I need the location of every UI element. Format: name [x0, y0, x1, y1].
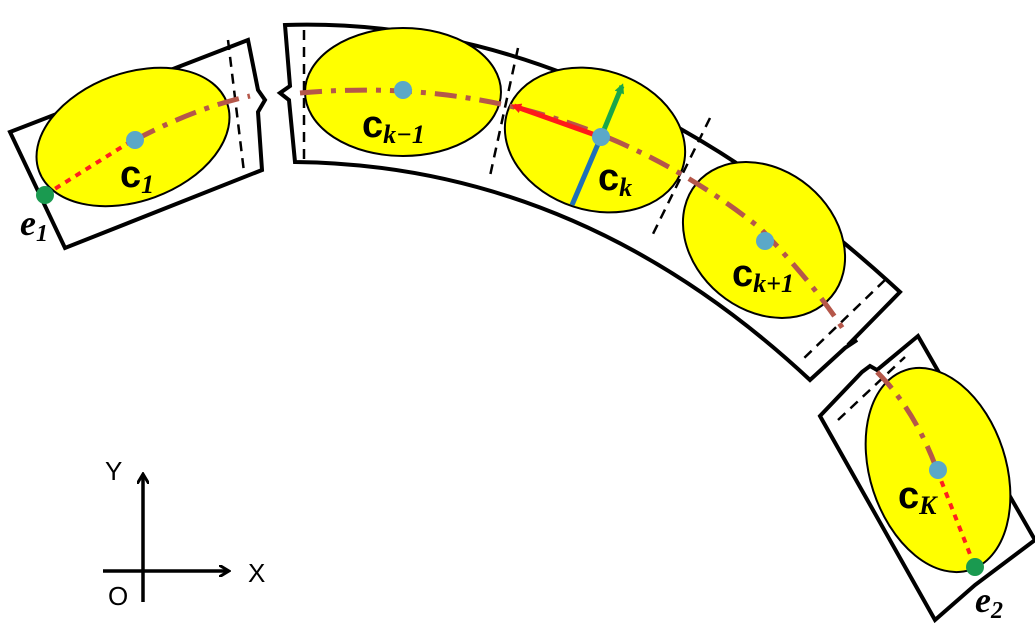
right-segment	[817, 332, 1035, 624]
centerline-right	[875, 370, 940, 471]
end-dash-left	[43, 138, 135, 197]
centerline-left	[133, 93, 251, 143]
point-cK	[929, 461, 947, 479]
point-ck-plus-1	[756, 232, 774, 250]
point-ck	[592, 128, 610, 146]
label-ck-plus-1: ck+1	[732, 253, 794, 298]
label-ck: ck	[598, 157, 632, 202]
normal-line	[569, 136, 604, 206]
end-dash-right	[935, 469, 977, 568]
label-c1: c1	[120, 154, 154, 199]
label-e2: e2	[975, 580, 1003, 624]
centerline-middle	[299, 87, 848, 334]
coordinate-axes: Y X O	[103, 456, 265, 611]
tangent-arrow	[511, 103, 602, 140]
label-e1: e1	[20, 203, 48, 247]
middle-dash-2	[488, 47, 520, 177]
point-c1	[126, 131, 144, 149]
label-ck-minus-1: ck−1	[362, 104, 425, 149]
right-segment-dash-line	[837, 356, 906, 421]
label-cK: cK	[898, 475, 938, 520]
normal-arrow	[598, 83, 625, 138]
centerline	[43, 87, 977, 568]
point-e2	[966, 558, 984, 576]
left-segment-dash-line	[226, 39, 246, 173]
middle-dash-3	[648, 117, 712, 241]
y-axis-label: Y	[105, 456, 122, 486]
point-e1	[36, 186, 54, 204]
x-axis-label: X	[248, 558, 265, 588]
origin-label: O	[108, 581, 128, 611]
middle-dash-4	[799, 279, 886, 363]
middle-segment	[276, 22, 903, 383]
local-frame-ck	[511, 83, 625, 206]
point-ck-minus-1	[394, 81, 412, 99]
